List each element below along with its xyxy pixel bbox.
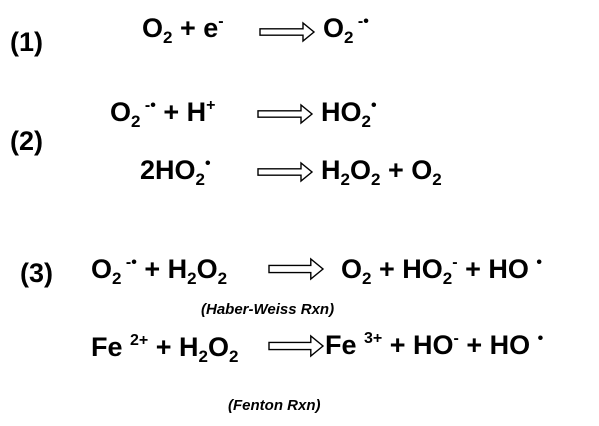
reaction-arrow-3a [268,257,325,281]
reaction-arrow-1 [259,21,316,43]
equation-1-reactants: O2 + e- [142,13,224,47]
equation-2b-reactants: 2HO2• [140,155,211,189]
arrow-shape [257,103,314,125]
equation-2a-products: HO2• [321,97,377,131]
equation-3a-reactants: O2 -• + H2O2 [91,254,228,288]
reaction-label-3: (3) [20,258,53,288]
reaction-note-fenton: (Fenton Rxn) [228,397,321,414]
reaction-label-1: (1) [10,27,43,57]
reaction-label-2: (2) [10,126,43,156]
reaction-note-haber-weiss: (Haber-Weiss Rxn) [201,301,335,318]
equation-3b-products: Fe 3+ + HO- + HO • [325,330,544,360]
equation-2a-reactants: O2 -• + H+ [110,97,216,131]
equation-3a-products: O2 + HO2- + HO • [341,254,542,288]
arrow-shape [259,21,316,43]
equation-3b-reactants: Fe 2+ + H2O2 [91,332,239,366]
reaction-arrow-2b [257,161,314,183]
arrow-shape [268,334,325,358]
arrow-shape [268,257,325,281]
reaction-arrow-2a [257,103,314,125]
arrow-shape [257,161,314,183]
equation-2b-products: H2O2 + O2 [321,155,442,189]
reaction-arrow-3b [268,334,325,358]
equation-1-products: O2 -• [323,13,369,47]
